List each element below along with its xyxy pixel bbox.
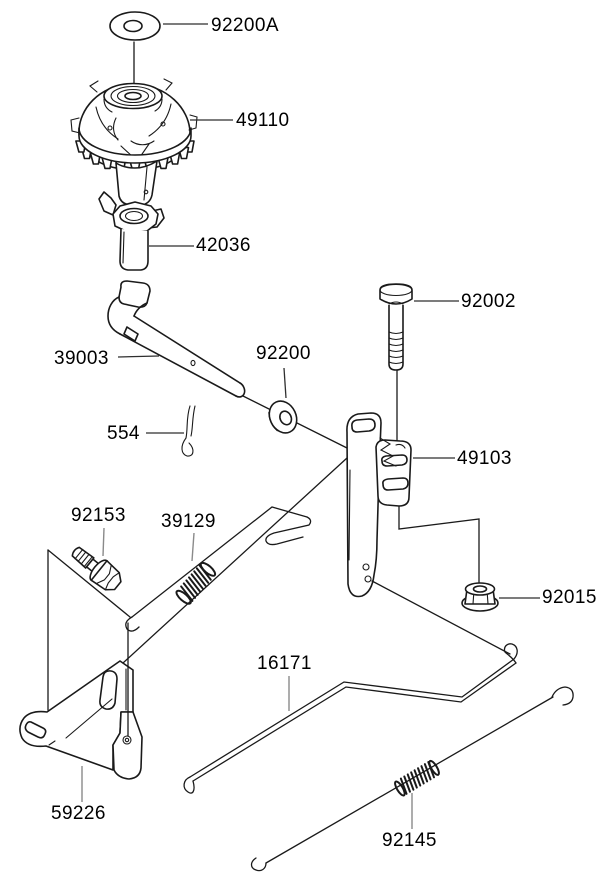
governor-arm-39003-drawing [108,281,245,397]
lever-plate-drawing [347,413,381,597]
part-label-16171: 16171 [257,653,312,674]
part-label-92002: 92002 [461,291,516,312]
part-label-59226: 59226 [51,803,106,824]
sleeve-42036-drawing [99,192,164,270]
bolt-92002-drawing [380,284,412,370]
part-label-92153: 92153 [71,505,126,526]
washer-92200-drawing [264,397,302,438]
part-label-92200: 92200 [256,343,311,364]
part-label-92015: 92015 [542,587,597,608]
bracket-59226-drawing [20,661,142,779]
spring-rod-39129-drawing [126,507,311,631]
part-label-92200A: 92200A [211,15,279,36]
cotter-pin-554-drawing [182,406,195,456]
flange-bolt-92153-drawing [67,541,126,596]
part-label-39003: 39003 [54,348,109,369]
assembly-tie-lines [48,458,347,710]
link-rod-16171-drawing [184,644,517,793]
leader-lines [82,24,540,829]
governor-gear-49110-drawing [71,79,197,211]
part-label-92145: 92145 [382,830,437,851]
part-label-49103: 49103 [457,448,512,469]
part-label-554: 554 [107,423,140,444]
nut-92015-drawing [462,583,498,611]
part-label-39129: 39129 [161,511,216,532]
spring-wire-92145-drawing [252,687,574,871]
plate-attachment-lines [372,506,510,654]
holder-49103-drawing [376,438,411,506]
washer-92200a-drawing [110,12,160,40]
part-label-49110: 49110 [236,110,290,131]
part-label-42036: 42036 [196,235,251,256]
